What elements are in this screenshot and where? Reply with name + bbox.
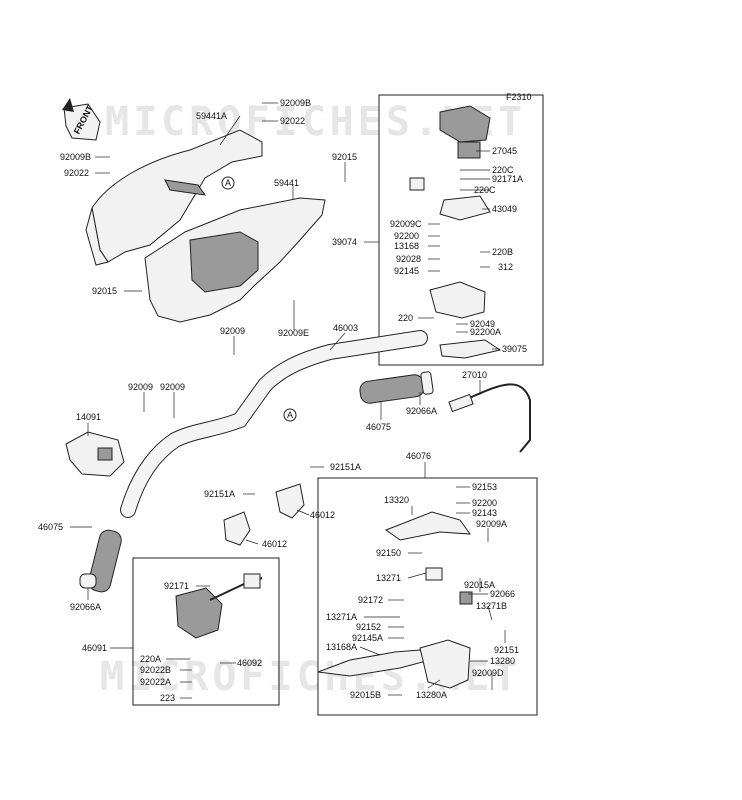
label-92151: 92151: [494, 645, 519, 655]
label-13168: 13168: [394, 241, 419, 251]
label-92009B-top: 92009B: [280, 98, 311, 108]
label-39075: 39075: [502, 344, 527, 354]
label-220C-b: 220C: [474, 185, 496, 195]
label-92022-top: 92022: [280, 116, 305, 126]
label-46091: 46091: [82, 643, 107, 653]
label-92009D: 92009D: [472, 668, 504, 678]
handlebar: [120, 330, 428, 518]
label-46012-left: 46012: [262, 539, 287, 549]
label-59441A: 59441A: [196, 111, 227, 121]
label-92151A-left: 92151A: [204, 489, 235, 499]
label-27045: 27045: [492, 146, 517, 156]
label-92022B: 92022B: [140, 665, 171, 675]
label-220B: 220B: [492, 247, 513, 257]
svg-text:A: A: [287, 410, 293, 420]
label-92066A-left: 92066A: [70, 602, 101, 612]
label-92009A: 92009A: [476, 519, 507, 529]
label-92200A: 92200A: [470, 327, 501, 337]
right-switch-housing: [409, 105, 502, 359]
label-92171: 92171: [164, 581, 189, 591]
label-92145: 92145: [394, 266, 419, 276]
leader-lines: [70, 102, 506, 699]
label-59441: 59441: [274, 178, 299, 188]
label-46012-right: 46012: [310, 510, 335, 520]
label-92009-mid: 92009: [220, 326, 245, 336]
part-labels: 59441A 92009B 92022 92009B 92022 92015 5…: [38, 98, 527, 703]
label-92015-left: 92015: [92, 286, 117, 296]
label-46075-right: 46075: [366, 422, 391, 432]
label-92151A-top: 92151A: [330, 462, 361, 472]
label-13168A: 13168A: [326, 642, 357, 652]
label-13271A: 13271A: [326, 612, 357, 622]
label-92143: 92143: [472, 508, 497, 518]
handlebar-clamps: [223, 483, 305, 546]
right-grip: [359, 371, 434, 404]
label-43049: 43049: [492, 204, 517, 214]
front-arrow-icon: FRONT: [62, 98, 101, 141]
left-switch-box: [132, 557, 280, 706]
label-13280: 13280: [490, 656, 515, 666]
label-46075-left: 46075: [38, 522, 63, 532]
label-92009C: 92009C: [390, 219, 422, 229]
label-92066A-right: 92066A: [406, 406, 437, 416]
reservoir-cover: [65, 431, 125, 477]
clutch-lever-box: [317, 477, 538, 716]
label-14091: 14091: [76, 412, 101, 422]
label-92066: 92066: [490, 589, 515, 599]
label-92150: 92150: [376, 548, 401, 558]
label-92015A: 92015A: [464, 580, 495, 590]
switch-assembly-box: [378, 94, 544, 366]
label-13271: 13271: [376, 573, 401, 583]
label-220A: 220A: [140, 654, 161, 664]
label-46076: 46076: [406, 451, 431, 461]
label-312: 312: [498, 262, 513, 272]
svg-text:A: A: [225, 178, 231, 188]
label-92009-a: 92009: [128, 382, 153, 392]
left-grip: [79, 529, 122, 593]
left-switch-housing: [175, 573, 263, 639]
callout-a-2: A: [283, 408, 297, 422]
figure-code: F2310: [506, 92, 532, 102]
label-46092: 46092: [237, 658, 262, 668]
label-13271B: 13271B: [476, 601, 507, 611]
label-92009B-left: 92009B: [60, 152, 91, 162]
label-92145A: 92145A: [352, 633, 383, 643]
label-92015B: 92015B: [350, 690, 381, 700]
callout-a-1: A: [221, 176, 235, 190]
label-92022-left: 92022: [64, 168, 89, 178]
label-46003: 46003: [333, 323, 358, 333]
label-220: 220: [398, 313, 413, 323]
label-92028: 92028: [396, 254, 421, 264]
label-92049: 92049: [470, 319, 495, 329]
label-92015-top: 92015: [332, 152, 357, 162]
label-39074: 39074: [332, 237, 357, 247]
label-92171A: 92171A: [492, 174, 523, 184]
label-92153: 92153: [472, 482, 497, 492]
label-13320: 13320: [384, 495, 409, 505]
label-27010: 27010: [462, 370, 487, 380]
handlebar-cover: [85, 129, 326, 323]
throttle-cable: [448, 383, 531, 453]
label-92200-top: 92200: [394, 231, 419, 241]
label-92152: 92152: [356, 622, 381, 632]
label-13280A: 13280A: [416, 690, 447, 700]
label-92009E: 92009E: [278, 328, 309, 338]
label-92200-bottom: 92200: [472, 498, 497, 508]
label-220C-a: 220C: [492, 165, 514, 175]
label-92022A: 92022A: [140, 677, 171, 687]
label-92172: 92172: [358, 595, 383, 605]
clutch-lever-assembly: [317, 511, 473, 689]
label-92009-b: 92009: [160, 382, 185, 392]
label-223: 223: [160, 693, 175, 703]
